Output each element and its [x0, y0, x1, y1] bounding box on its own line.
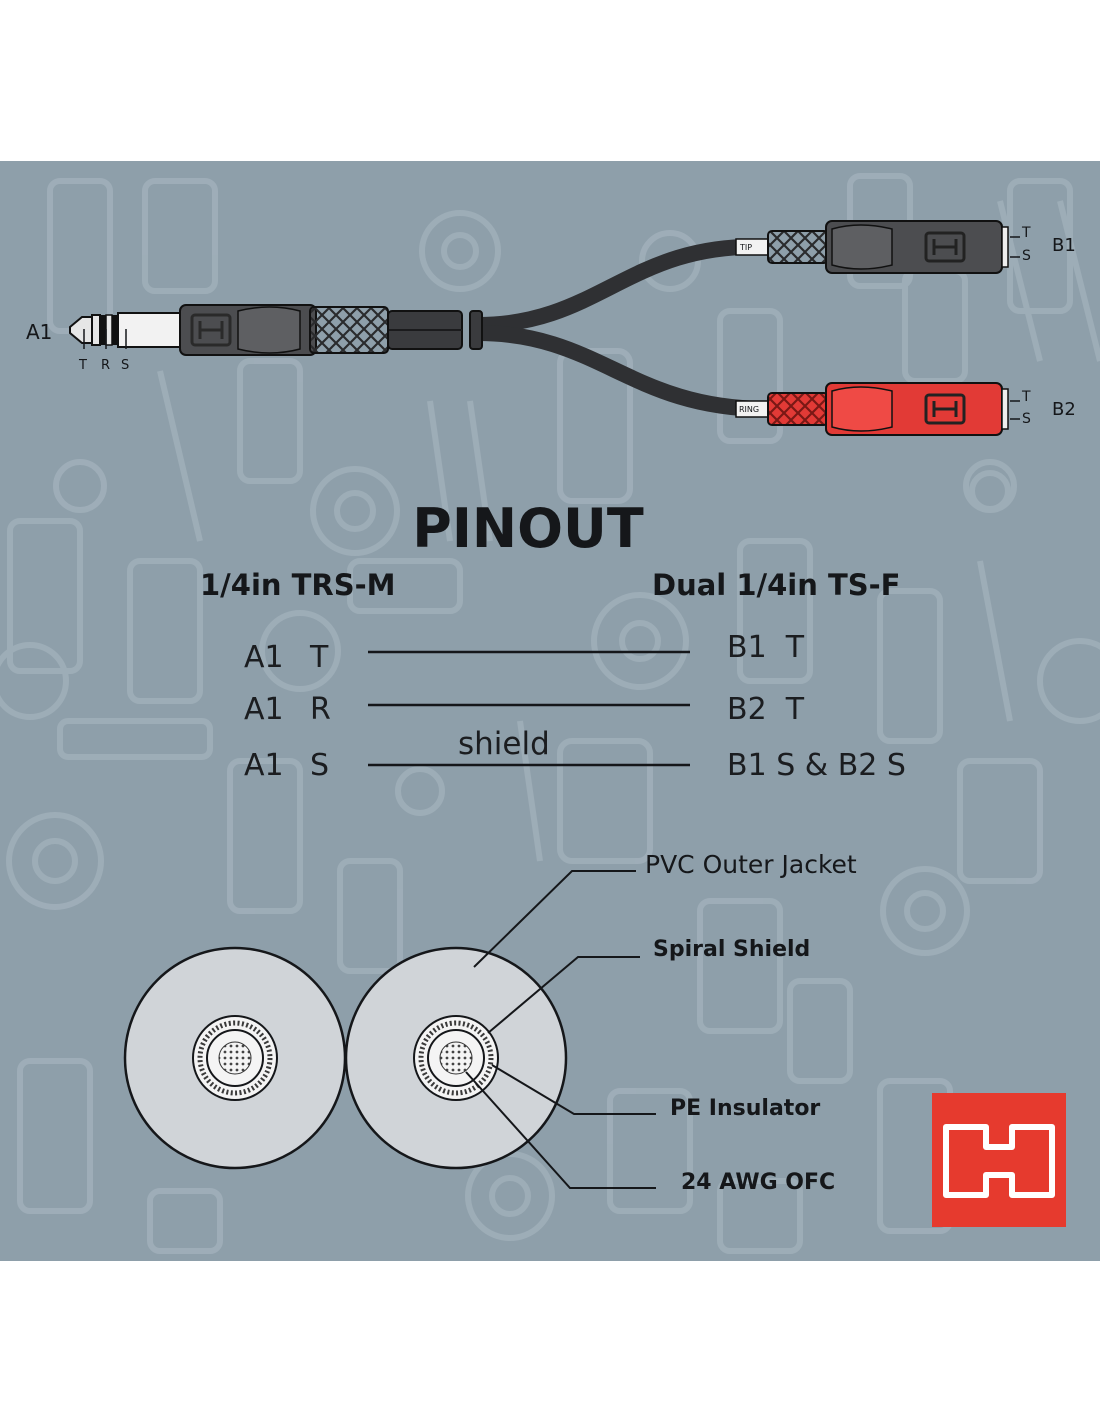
row-right: B2 T: [727, 692, 805, 727]
row-left-connector: A1: [244, 748, 284, 783]
ring-tag: RING: [739, 405, 759, 414]
callout-lines: [465, 870, 656, 1189]
callout-24-awg-ofc: 24 AWG OFC: [681, 1170, 835, 1195]
b2-label: B2: [1052, 399, 1076, 420]
pinout-title: PINOUT: [412, 497, 644, 560]
a1-pin-r: R: [101, 358, 110, 373]
hosa-logo-icon: [924, 393, 966, 425]
row-left-connector: A1: [244, 692, 284, 727]
a1-trs-plug: [69, 304, 389, 356]
row-left-pin: S: [310, 748, 329, 783]
pinout-row: A1 T B1 T: [244, 630, 805, 675]
a1-pin-s: S: [121, 358, 129, 373]
b1-label: B1: [1052, 235, 1076, 256]
pinout-diagram: TIP RING A1 T R S T S B1 T S B2: [0, 161, 1100, 1261]
callout-spiral-shield: Spiral Shield: [653, 937, 810, 962]
callout-pvc-outer-jacket: PVC Outer Jacket: [645, 850, 857, 879]
left-header: 1/4in TRS-M: [200, 568, 396, 602]
b1-pin-s: S: [1022, 248, 1031, 264]
cable-cross-section: [123, 946, 568, 1170]
callout-pe-insulator: PE Insulator: [670, 1096, 820, 1121]
shield-note: shield: [458, 726, 550, 762]
b1-ts-jack: TIP: [735, 220, 1009, 274]
cable-illustration: TIP RING: [69, 220, 1009, 436]
a1-pin-t: T: [78, 358, 87, 373]
row-right: B1 S & B2 S: [727, 748, 906, 783]
pinout-row: A1 S shield B1 S & B2 S: [244, 726, 906, 783]
b1-pin-t: T: [1021, 225, 1031, 241]
right-header: Dual 1/4in TS-F: [652, 568, 900, 602]
b2-pin-s: S: [1022, 411, 1031, 427]
hosa-logo-icon: [190, 313, 232, 347]
hosa-logo-icon: [924, 231, 966, 263]
b2-ts-jack: RING: [735, 382, 1009, 436]
a1-label: A1: [26, 320, 52, 344]
tip-tag: TIP: [739, 243, 752, 252]
row-right: B1 T: [727, 630, 805, 665]
pinout-row: A1 R B2 T: [244, 692, 805, 727]
hosa-logo-icon: [932, 1093, 1066, 1227]
row-left-connector: A1: [244, 640, 284, 675]
row-left-pin: R: [310, 692, 331, 727]
row-left-pin: T: [309, 640, 329, 675]
b2-pin-t: T: [1021, 389, 1031, 405]
